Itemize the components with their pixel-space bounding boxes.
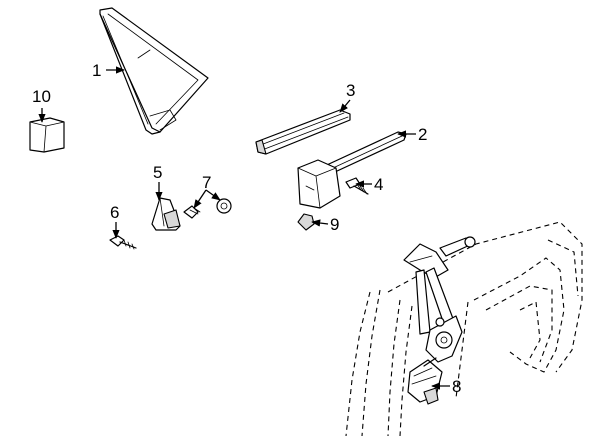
callout-5: 5	[153, 163, 162, 182]
callout-2: 2	[418, 125, 427, 144]
part-bracket	[151, 197, 181, 231]
callout-4: 4	[374, 175, 383, 194]
part-upper-channel	[255, 109, 351, 155]
part-window-regulator	[403, 236, 476, 405]
callout-labels: 1 2 3 4 5 6 7 8 9 10	[32, 61, 461, 396]
part-clip	[297, 213, 315, 231]
callout-1: 1	[92, 61, 101, 80]
part-stud-nut	[183, 198, 232, 219]
callout-8: 8	[452, 377, 461, 396]
part-screw	[109, 235, 137, 250]
body-panel-outline	[345, 221, 583, 437]
part-lower-channel	[297, 131, 407, 209]
callout-arrows	[38, 66, 450, 390]
part-bolt	[345, 177, 369, 195]
callout-10: 10	[32, 87, 51, 106]
callout-6: 6	[110, 203, 119, 222]
callout-9: 9	[330, 215, 339, 234]
callout-3: 3	[346, 81, 355, 100]
callout-7: 7	[202, 173, 211, 192]
part-block	[29, 117, 65, 153]
part-quarter-glass	[99, 7, 209, 135]
